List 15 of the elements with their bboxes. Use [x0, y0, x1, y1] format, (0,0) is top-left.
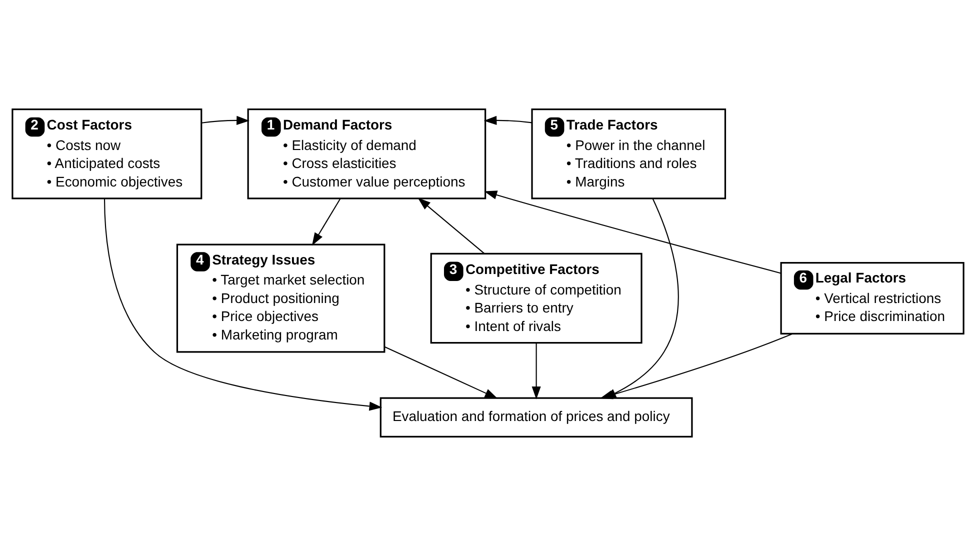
node-box: 3 Competitive Factors • Structure of competition • Barriers to entry • Intent of rivals: [430, 252, 642, 344]
arrow: [484, 115, 532, 124]
arrow: [202, 115, 250, 124]
arrow: [312, 198, 341, 246]
arrow: [418, 197, 485, 254]
node-box: 2 Cost Factors • Costs now • Anticipated costs • Economic objectives: [12, 108, 202, 199]
node-box: 1 Demand Factors • Elasticity of demand • Cross elasticities • Customer value perceptions: [247, 108, 486, 199]
node-box: Evaluation and formation of prices and policy: [380, 396, 693, 437]
node-box: 5 Trade Factors • Power in the channel • Traditions and roles • Margins: [531, 108, 726, 199]
arrow: [484, 190, 781, 274]
node-box: 4 Strategy Issues • Target market selection • Product positioning • Price objectives • Marketing program: [176, 243, 386, 352]
arrow: [384, 346, 498, 398]
arrow: [532, 342, 541, 399]
node-box: 6 Legal Factors • Vertical restrictions • Price discrimination: [780, 262, 964, 334]
arrow: [104, 198, 382, 410]
